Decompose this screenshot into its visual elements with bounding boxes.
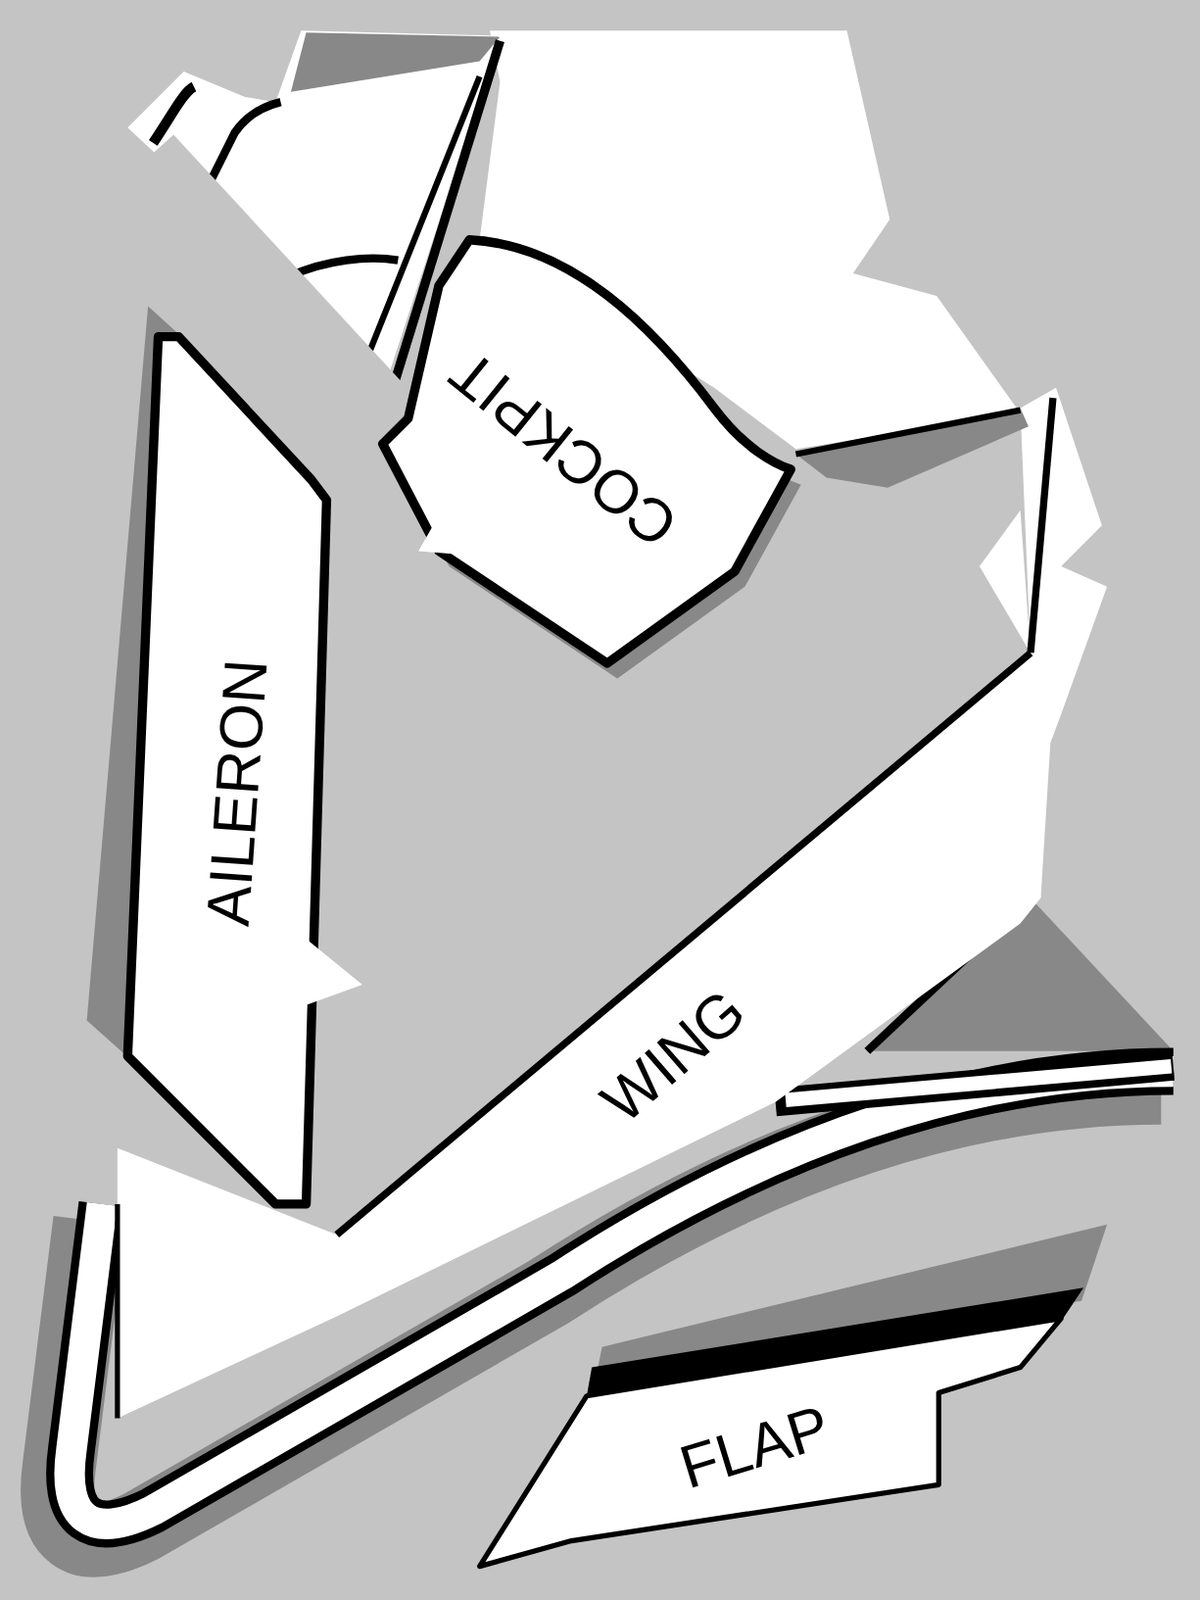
part-label: COCKPIT (439, 340, 688, 559)
part-label: AILERON (196, 657, 277, 928)
part-label: FLAP (673, 1395, 837, 1499)
part-label: WING (590, 978, 756, 1134)
